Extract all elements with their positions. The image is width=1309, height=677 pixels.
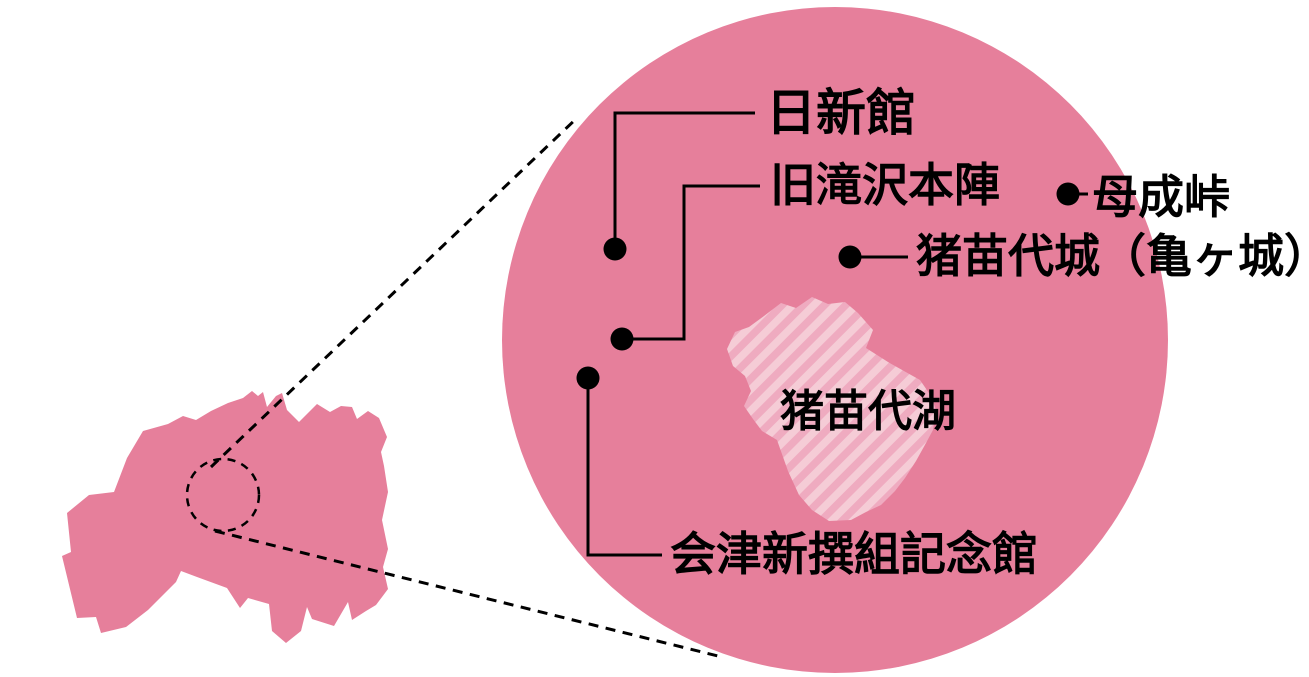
nisshinkan-connector-line xyxy=(613,111,755,249)
label-inawashiro-castle: 猪苗代城（亀ヶ城） xyxy=(916,230,1309,283)
label-bonari-toge: 母成峠 xyxy=(1092,171,1230,224)
label-kyu-takizawa-honjin: 旧滝沢本陣 xyxy=(770,159,1000,212)
inawashiro-castle-dot xyxy=(838,245,862,269)
fukushima-prefecture-shape xyxy=(62,391,388,643)
label-lake-inawashiro: 猪苗代湖 xyxy=(780,387,956,437)
shinsengumi-museum-dot xyxy=(576,366,600,390)
nisshinkan-dot xyxy=(603,237,627,261)
zoom-source-dashed-circle xyxy=(185,457,261,533)
label-aizu-shinsengumi-kinenkan: 会津新撰組記念館 xyxy=(670,528,1038,581)
takizawa-honjin-dot xyxy=(610,327,634,351)
bonari-toge-dot xyxy=(1056,182,1080,206)
label-nisshinkan: 日新館 xyxy=(766,85,916,141)
shinsengumi-museum-connector-line xyxy=(586,378,662,557)
lake-inawashiro-shape xyxy=(727,297,936,521)
zoom-guide-line-upper xyxy=(209,115,580,469)
takizawa-honjin-connector-line xyxy=(622,184,760,341)
